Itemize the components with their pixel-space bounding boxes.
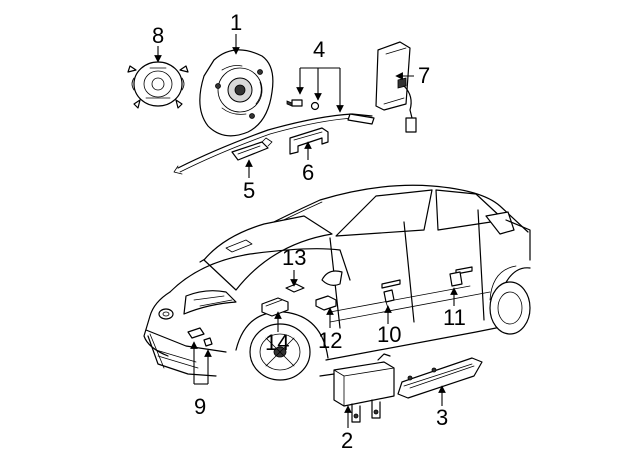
seat-side-airbag-part	[375, 41, 417, 133]
callout-4: 4	[313, 37, 325, 62]
curtain-bracket-part	[231, 137, 273, 161]
leader-lines	[154, 34, 458, 428]
callout-2: 2	[341, 428, 353, 453]
sensor-parts	[187, 271, 463, 347]
callout-1: 1	[230, 10, 242, 35]
callout-9: 9	[194, 394, 206, 419]
callout-3: 3	[436, 405, 448, 430]
callout-8: 8	[152, 23, 164, 48]
steering-wheel-airbag-part	[199, 49, 274, 137]
callout-10: 10	[377, 322, 401, 347]
knee-airbag-part	[397, 357, 483, 399]
curtain-airbag-part	[173, 99, 375, 175]
callout-14: 14	[265, 330, 289, 355]
callout-5: 5	[243, 178, 255, 203]
callout-7: 7	[418, 63, 430, 88]
callout-6: 6	[302, 160, 314, 185]
callout-12: 12	[318, 328, 342, 353]
roof-bracket-part	[289, 127, 329, 155]
callout-11: 11	[443, 305, 466, 330]
spiral-cable-part	[127, 61, 189, 109]
vehicle-outline	[143, 184, 531, 381]
callout-13: 13	[282, 245, 306, 270]
passenger-airbag-part	[319, 353, 395, 423]
